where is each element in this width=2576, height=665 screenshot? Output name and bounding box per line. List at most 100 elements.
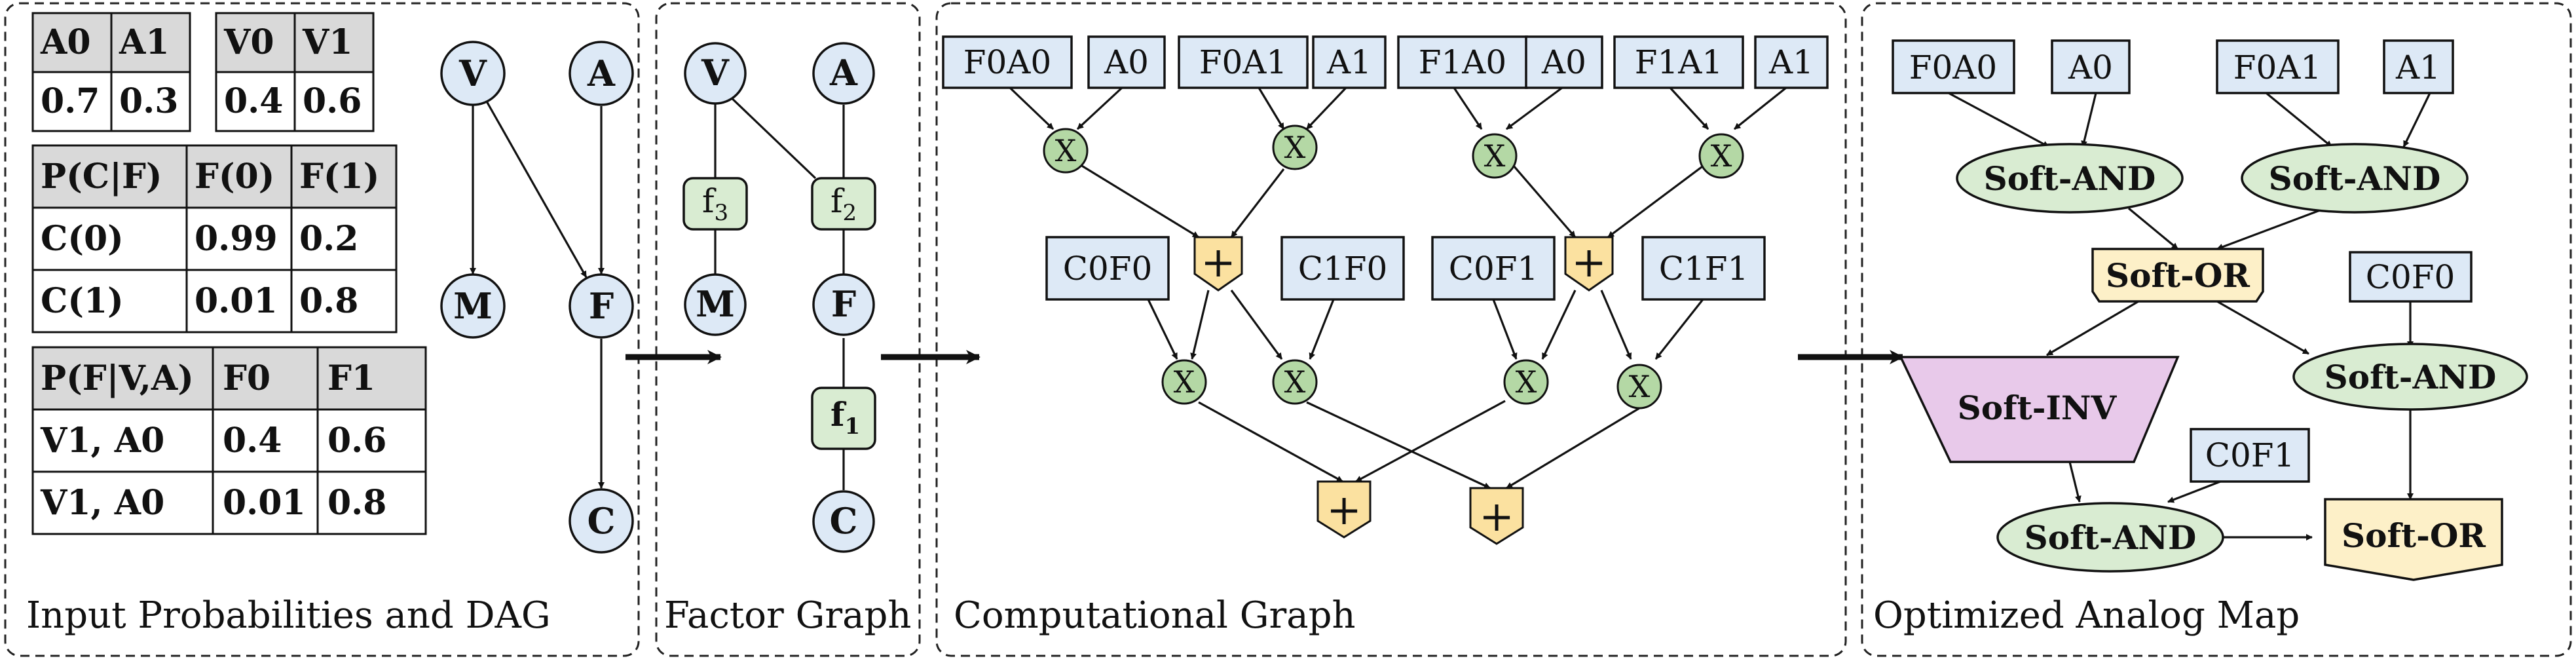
dag-label-f: F <box>589 285 614 327</box>
panel-title-analog: Optimized Analog Map <box>1873 594 2300 637</box>
fg-factor-f3 <box>682 177 748 231</box>
analog-soft-inv-label: Soft-INV <box>1958 389 2118 427</box>
table-fva-r0c1: 0.4 <box>223 421 282 461</box>
fg-node-c <box>812 490 875 553</box>
table-a-v0: 0.7 <box>41 81 100 121</box>
comp-mult-4 <box>1698 133 1744 179</box>
panel-input <box>4 2 640 657</box>
comp-c1f0-label: C1F0 <box>1298 250 1388 288</box>
analog-soft-or-2 <box>2324 498 2503 581</box>
table-cf-r0c0: C(0) <box>41 219 124 259</box>
comp-input-a1-2 <box>1754 35 1829 89</box>
analog-soft-or-1 <box>2091 248 2264 303</box>
dag: V A M F C <box>440 41 634 554</box>
table-cf-r0c2: 0.2 <box>299 219 358 259</box>
table-a-v1: 0.3 <box>119 81 178 121</box>
comp-mult-label-6: X <box>1284 364 1306 400</box>
comp-input-label-5: A0 <box>1541 43 1586 81</box>
analog-soft-and-3-label: Soft-AND <box>2324 358 2497 396</box>
table-fva-h2: F1 <box>327 358 375 398</box>
table-p-f-given-va: P(F|V,A) F0 F1 V1, A0 0.4 0.6 V1, A0 0.0… <box>31 346 427 535</box>
comp-input-f1a0 <box>1397 35 1528 89</box>
comp-input-label-2: F0A1 <box>1199 43 1287 81</box>
comp-sum-2 <box>1564 236 1614 292</box>
fg-label-f: F <box>831 283 856 325</box>
table-cf-h2: F(1) <box>299 157 379 197</box>
comp-mult-2 <box>1272 124 1318 170</box>
comp-sum-label-4: + <box>1479 493 1514 541</box>
comp-mult-label-1: X <box>1055 133 1077 168</box>
table-v-h1: V1 <box>302 22 353 62</box>
fg-label-a: A <box>829 52 858 94</box>
analog-soft-or-2-label: Soft-OR <box>2342 516 2486 555</box>
fg-node-f <box>812 273 875 336</box>
comp-mult-3 <box>1472 133 1518 179</box>
comp-sum-label-1: + <box>1201 238 1236 287</box>
analog-soft-and-1 <box>1956 143 2184 214</box>
comp-c0f0 <box>1045 236 1170 301</box>
comp-sum-3 <box>1316 480 1372 539</box>
table-v: V0 V1 0.4 0.6 <box>215 12 375 132</box>
comp-c0f1-label: C0F1 <box>1449 250 1539 288</box>
dag-label-m: M <box>453 285 493 327</box>
comp-sum-label-2: + <box>1571 238 1607 287</box>
comp-c1f1-label: C1F1 <box>1659 250 1749 288</box>
table-fva-r1c0: V1, A0 <box>40 483 164 523</box>
analog-c0f1 <box>2190 428 2310 483</box>
table-v-v0: 0.4 <box>224 81 283 121</box>
comp-sum-label-3: + <box>1326 486 1362 535</box>
analog-input-f0a0 <box>1892 39 2015 94</box>
comp-mult-label-2: X <box>1284 130 1306 165</box>
analog-soft-and-3 <box>2292 343 2528 411</box>
dag-node-a <box>569 41 634 106</box>
fg-node-v <box>684 42 747 105</box>
panel-title-comp: Computational Graph <box>954 594 1356 637</box>
table-cf-r1c2: 0.8 <box>299 281 358 321</box>
table-a-h1: A1 <box>119 22 170 62</box>
comp-c0f1 <box>1431 236 1556 301</box>
table-fva-r0c2: 0.6 <box>327 421 386 461</box>
table-a: A0 A1 0.7 0.3 <box>31 12 191 132</box>
comp-input-label-4: F1A0 <box>1419 43 1506 81</box>
comp-input-f0a0 <box>942 35 1073 89</box>
dag-node-c <box>569 488 634 554</box>
table-cf-h1: F(0) <box>195 157 274 197</box>
table-cf-r0c1: 0.99 <box>195 219 278 259</box>
comp-c1f0 <box>1280 236 1405 301</box>
analog-c0f0-label: C0F0 <box>2366 258 2455 296</box>
comp-input-label-0: F0A0 <box>963 43 1051 81</box>
dag-node-m <box>440 273 506 339</box>
analog-input-label-0: F0A0 <box>1909 48 1997 86</box>
analog-c0f0 <box>2349 251 2473 303</box>
factor-graph: V A M F C f3 f2 f1 <box>682 42 876 553</box>
dag-label-c: C <box>588 500 616 542</box>
table-p-c-given-f: P(C|F) F(0) F(1) C(0) 0.99 0.2 C(1) 0.01… <box>31 144 398 333</box>
analog-input-a0 <box>2051 39 2131 94</box>
fg-label-c: C <box>830 500 858 542</box>
analog-input-label-3: A1 <box>2395 48 2440 86</box>
analog-soft-and-2 <box>2241 143 2469 214</box>
analog-soft-and-1-label: Soft-AND <box>1984 159 2156 198</box>
table-fva-r0c0: V1, A0 <box>40 421 164 461</box>
fg-factor-f1 <box>811 387 876 450</box>
comp-input-label-3: A1 <box>1326 43 1372 81</box>
analog-soft-and-2-label: Soft-AND <box>2269 159 2441 198</box>
fg-label-v: V <box>701 52 730 94</box>
comp-mult-label-4: X <box>1711 138 1732 174</box>
comp-input-f0a1 <box>1178 35 1309 89</box>
table-cf-h0: P(C|F) <box>41 157 162 197</box>
fg-node-m <box>684 273 747 336</box>
comp-c1f1 <box>1641 236 1766 301</box>
comp-sum-1 <box>1193 236 1243 292</box>
fg-label-f2: f2 <box>831 182 857 226</box>
comp-mult-5 <box>1161 359 1207 405</box>
fg-label-f3: f3 <box>702 182 728 226</box>
dag-node-v <box>440 41 506 106</box>
analog-map: F0A0 A0 F0A1 A1 Soft-AND Soft-AND Soft-O… <box>1892 39 2528 581</box>
analog-c0f1-label: C0F1 <box>2205 436 2295 474</box>
comp-input-a0-1 <box>1087 35 1166 89</box>
analog-soft-and-4-label: Soft-AND <box>2025 518 2197 557</box>
comp-mult-label-5: X <box>1174 364 1195 400</box>
table-fva-h1: F0 <box>223 358 271 398</box>
